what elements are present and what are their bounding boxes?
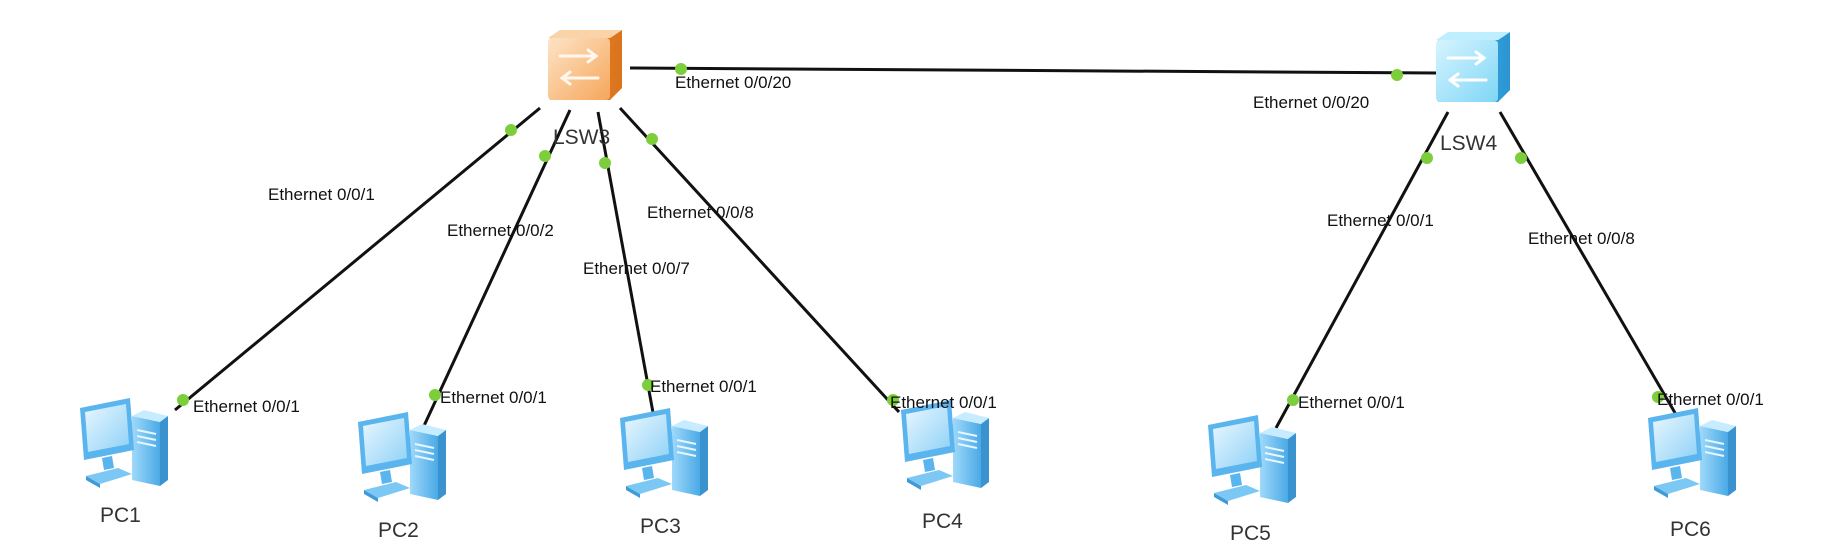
port-label: Ethernet 0/0/8 [1528,229,1635,248]
pc-icon [619,407,709,499]
port-label: Ethernet 0/0/1 [1298,393,1405,412]
link-lsw3-pc4[interactable] [618,106,901,414]
port-label: Ethernet 0/0/1 [268,185,375,204]
port-label: Ethernet 0/0/1 [890,393,997,412]
links-layer [174,66,1680,429]
pc-pc5[interactable] [1207,414,1297,506]
device-label-lsw4: LSW4 [1440,132,1498,155]
device-label-pc3: PC3 [640,515,681,538]
pc-pc3[interactable] [619,407,709,499]
port-dot [675,63,687,75]
port-dot [505,124,517,136]
port-dot [1287,394,1299,406]
port-label: Ethernet 0/0/1 [440,388,547,407]
device-label-pc4: PC4 [922,510,963,533]
pc-icon [357,411,447,503]
port-label: Ethernet 0/0/7 [583,259,690,278]
port-label: Ethernet 0/0/20 [675,73,791,92]
port-dot [1652,391,1664,403]
port-dot [429,389,441,401]
link-lsw3-pc2[interactable] [421,109,572,429]
device-label-pc6: PC6 [1670,518,1711,541]
pc-pc2[interactable] [357,411,447,503]
port-dot [1421,152,1433,164]
pc-pc4[interactable] [900,399,990,491]
port-labels-layer: Ethernet 0/0/20 Ethernet 0/0/20 Ethernet… [193,73,1764,416]
port-label: Ethernet 0/0/2 [447,221,554,240]
port-label: Ethernet 0/0/1 [1327,211,1434,230]
port-dot [177,394,189,406]
switch-lsw4[interactable] [1434,30,1512,104]
port-label: Ethernet 0/0/1 [650,377,757,396]
switch-lsw3[interactable] [546,28,624,102]
pc-icon [1647,407,1737,499]
pc-icon [900,399,990,491]
port-label: Ethernet 0/0/1 [193,397,300,416]
pc-pc1[interactable] [79,397,169,489]
port-dot [646,133,658,145]
link-lsw4-pc6[interactable] [1498,111,1680,419]
port-dot [642,379,654,391]
device-label-lsw3: LSW3 [553,126,610,149]
link-lsw3-pc1[interactable] [174,106,541,412]
device-label-pc1: PC1 [100,504,141,527]
switch-icon [1434,30,1512,104]
port-label: Ethernet 0/0/8 [647,203,754,222]
port-label: Ethernet 0/0/1 [1657,390,1764,409]
device-label-pc2: PC2 [378,519,419,542]
port-dot [1391,69,1403,81]
port-dots-layer [177,63,1664,406]
port-dot [539,150,551,162]
link-lsw3-lsw4[interactable] [629,66,1437,75]
port-dot [887,394,899,406]
port-label: Ethernet 0/0/20 [1253,93,1369,112]
device-label-pc5: PC5 [1230,522,1271,545]
port-dot [599,157,611,169]
switch-icon [546,28,624,102]
pc-icon [79,397,169,489]
link-lsw4-pc5[interactable] [1274,111,1450,429]
pc-pc6[interactable] [1647,407,1737,499]
pc-icon [1207,414,1297,506]
port-dot [1515,152,1527,164]
